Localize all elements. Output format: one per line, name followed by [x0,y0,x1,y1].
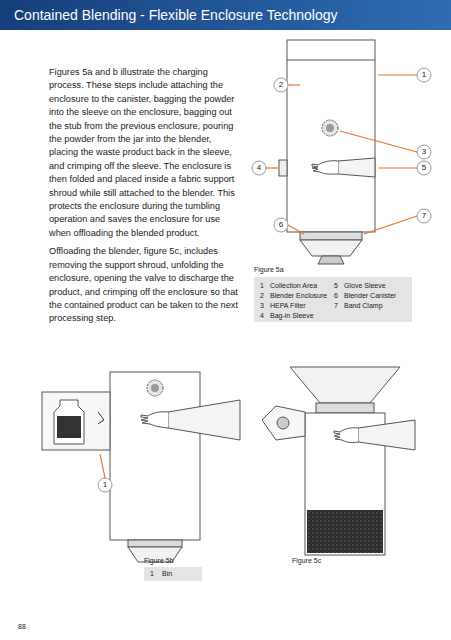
callout-number: 7 [417,210,431,222]
legend-cell: 7 [334,301,338,310]
body-text: Offloading the blender, figure 5c, inclu… [49,245,241,325]
callout-circles-5a [252,68,431,232]
figure-caption: Figure 5a [254,265,284,274]
legend-cell: Glove Sleeve [344,281,386,290]
page-number: 88 [18,622,26,631]
legend-cell: Collection Area [270,281,317,290]
legend-cell: Bin [162,569,172,578]
callout-number: 1 [98,479,112,491]
callout-number: 1 [417,69,431,81]
legend-cell: 5 [334,281,338,290]
callout-number: 4 [252,162,266,174]
header-band [0,0,451,30]
legend-cell: 2 [260,291,264,300]
leader-line-5b [100,454,105,478]
figure-5a [279,40,375,264]
leader-lines-5a [266,75,417,234]
callout-circle-5b [98,478,112,492]
figure-caption: Figure 5b [144,556,174,565]
callout-number: 2 [274,79,288,91]
legend-box-5b [144,567,202,581]
legend-cell: Blender Canister [344,291,396,300]
legend-cell: HEPA Filter [270,301,306,310]
legend-cell: 1 [150,569,154,578]
figure-caption: Figure 5c [292,556,321,565]
callout-number: 6 [274,219,288,231]
legend-cell: Blender Enclosure [270,291,327,300]
legend-cell: 1 [260,281,264,290]
figure-5b [42,372,240,562]
figure-5c [262,367,415,555]
legend-box-5a [254,277,412,322]
legend-cell: 6 [334,291,338,300]
legend-cell: Bag-in Sleeve [270,311,314,320]
body-text: Figures 5a and b illustrate the charging… [49,66,241,240]
page-title: Contained Blending - Flexible Enclosure … [14,6,338,24]
legend-cell: Band Clamp [344,301,383,310]
callout-number: 5 [417,162,431,174]
callout-number: 3 [417,146,431,158]
legend-cell: 4 [260,311,264,320]
legend-cell: 3 [260,301,264,310]
